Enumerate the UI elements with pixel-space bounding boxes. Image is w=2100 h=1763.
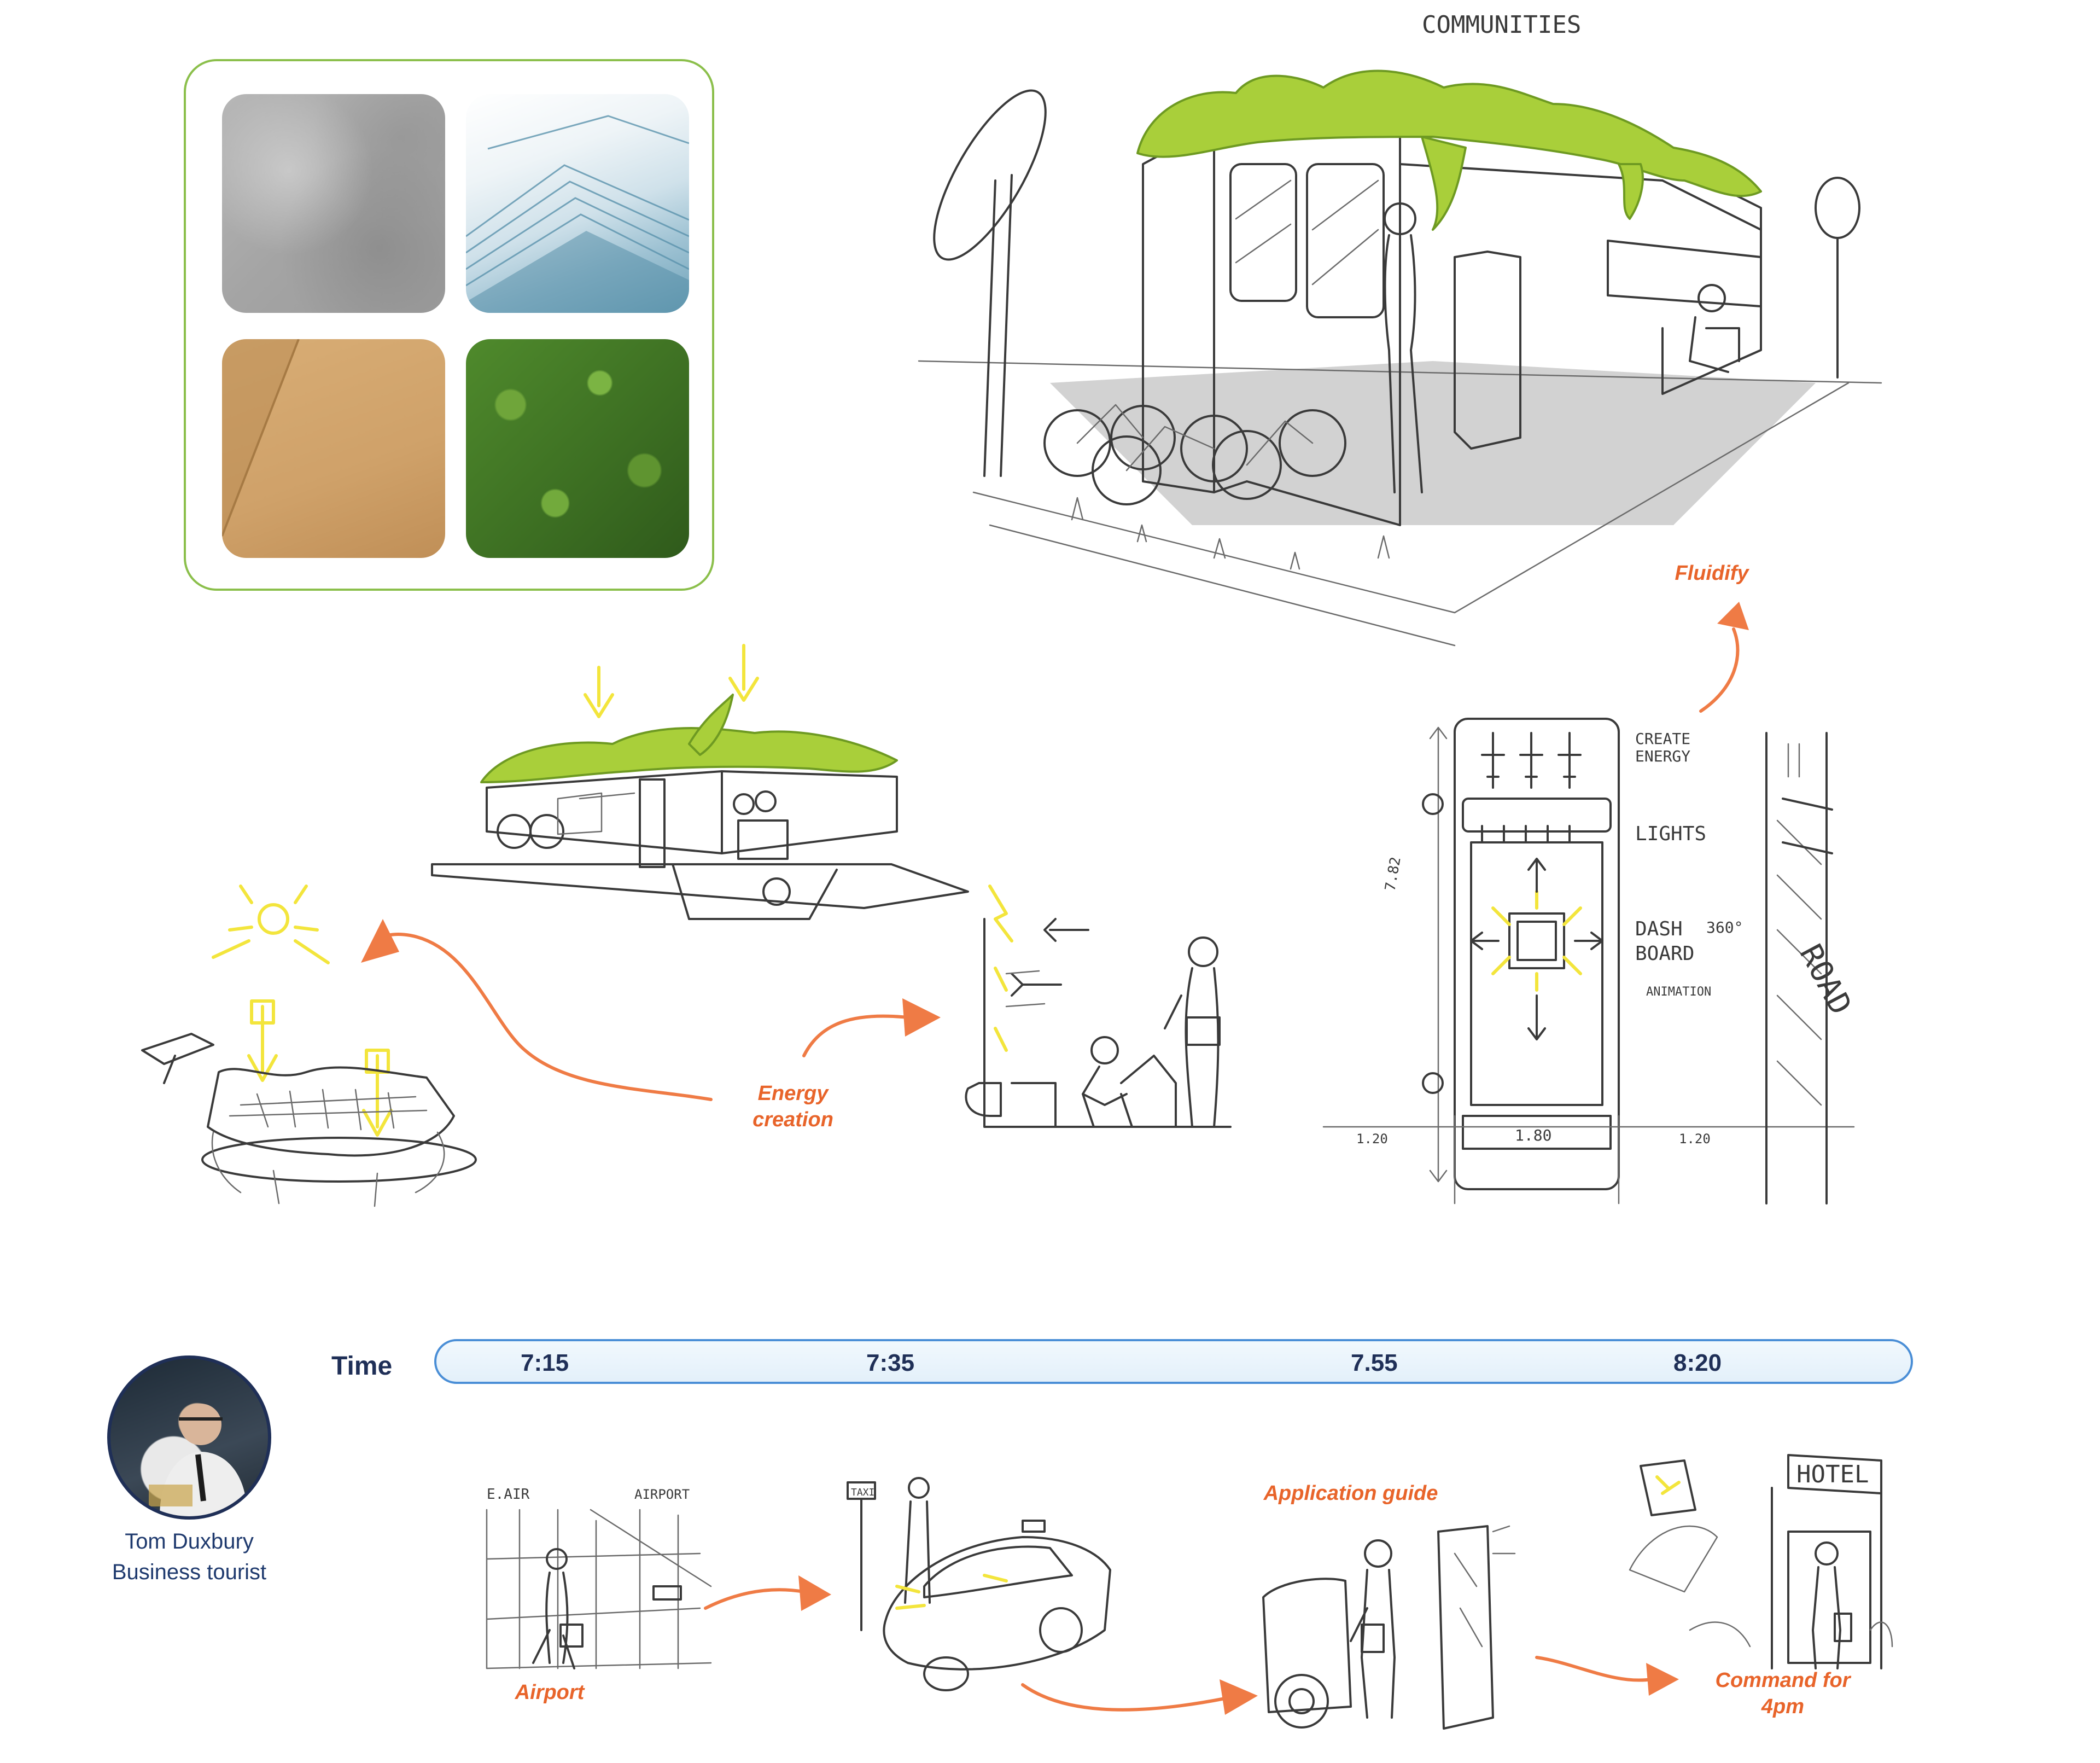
cardboard-swatch bbox=[222, 339, 445, 558]
time-tick-2: 7:35 bbox=[866, 1349, 915, 1376]
timeline-bar bbox=[434, 1339, 1913, 1384]
energy-creation-label: Energy creation bbox=[722, 1080, 864, 1133]
hotel-sign: HOTEL bbox=[1796, 1461, 1869, 1488]
fluidify-arrow bbox=[1699, 602, 1749, 713]
storyboard-taxi: TAXI bbox=[847, 1477, 1111, 1691]
guide-to-hotel-arrow bbox=[1535, 1656, 1679, 1696]
dashboard-note-1: DASH bbox=[1635, 918, 1683, 940]
dashboard-note-2: BOARD bbox=[1635, 942, 1694, 965]
lights-note: LIGHTS bbox=[1635, 823, 1706, 845]
width-dim-center: 1.80 bbox=[1515, 1126, 1551, 1144]
height-dim-note: 7.82 bbox=[1382, 856, 1404, 892]
bus-shelter-sketch: COMMUNITIES bbox=[918, 11, 1882, 647]
eair-sign: E.AIR bbox=[487, 1486, 530, 1503]
energy-creation-line-2: creation bbox=[752, 1108, 833, 1131]
technical-plan-drawing: ROAD CREATE ENERGY LIGHTS DASH BOARD 360… bbox=[1322, 718, 1859, 1205]
storyboard-application-guide bbox=[1262, 1525, 1516, 1730]
taxi-to-guide-arrow bbox=[1021, 1679, 1258, 1715]
fluidify-label: Fluidify bbox=[1675, 562, 1749, 585]
cardboard-fold bbox=[222, 339, 300, 537]
airport-sign: AIRPORT bbox=[634, 1487, 690, 1502]
application-guide-label: Application guide bbox=[1263, 1482, 1438, 1505]
persona-role: Business tourist bbox=[112, 1560, 267, 1584]
solar-garden-sketch bbox=[141, 885, 477, 1207]
airport-to-taxi-arrow bbox=[704, 1575, 831, 1611]
polycarbonate-sheets bbox=[466, 115, 689, 313]
polycarbonate-swatch bbox=[466, 94, 689, 313]
concrete-swatch bbox=[222, 94, 445, 313]
width-dim-right: 1.20 bbox=[1679, 1131, 1711, 1147]
storyboard-hotel: HOTEL bbox=[1629, 1454, 1893, 1669]
degrees-note: 360° bbox=[1706, 918, 1743, 936]
small-shelter-sketch bbox=[431, 644, 969, 920]
time-tick-4: 8:20 bbox=[1673, 1349, 1722, 1376]
time-label: Time bbox=[331, 1352, 393, 1381]
width-dim-left: 1.20 bbox=[1356, 1131, 1388, 1147]
persona-avatar bbox=[107, 1355, 271, 1520]
command-label-line-1: Command for bbox=[1715, 1669, 1851, 1692]
energy-creation-arrows bbox=[361, 919, 941, 1101]
storyboard-airport: E.AIR AIRPORT bbox=[486, 1486, 712, 1669]
energy-bike-sketch bbox=[965, 885, 1232, 1128]
command-label: Command for 4pm bbox=[1690, 1667, 1876, 1720]
time-tick-3: 7.55 bbox=[1351, 1349, 1398, 1376]
taxi-sign: TAXI bbox=[851, 1487, 874, 1498]
energy-creation-line-1: Energy bbox=[757, 1082, 829, 1105]
time-tick-1: 7:15 bbox=[521, 1349, 569, 1376]
materials-panel bbox=[184, 59, 714, 591]
airport-label: Airport bbox=[515, 1681, 585, 1704]
persona-portrait bbox=[149, 1404, 247, 1516]
persona-name: Tom Duxbury bbox=[125, 1529, 254, 1553]
create-energy-note-2: ENERGY bbox=[1635, 747, 1690, 765]
moss-swatch bbox=[466, 339, 689, 558]
create-energy-note-1: CREATE bbox=[1635, 730, 1690, 748]
communities-note: COMMUNITIES bbox=[1422, 11, 1581, 39]
road-note: ROAD bbox=[1793, 939, 1859, 1021]
command-label-line-2: 4pm bbox=[1761, 1695, 1805, 1718]
persona-caption: Tom Duxbury Business tourist bbox=[82, 1526, 296, 1587]
animation-note: ANIMATION bbox=[1646, 985, 1711, 999]
